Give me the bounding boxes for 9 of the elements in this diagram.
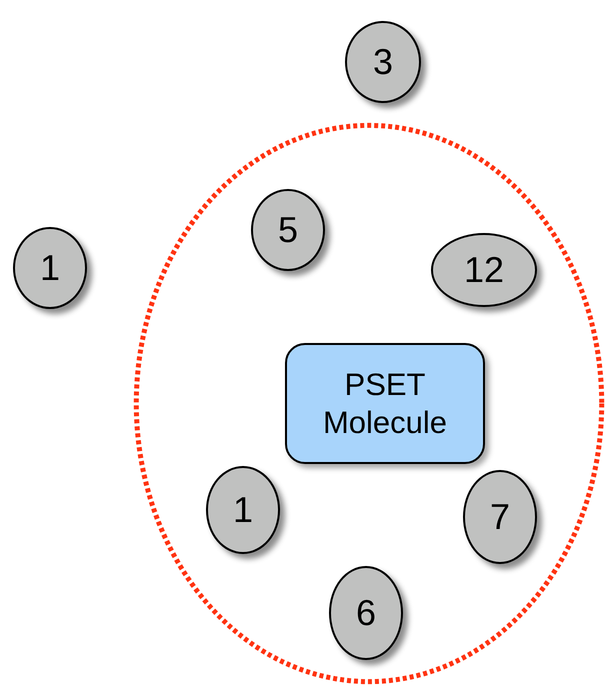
number-oval: 1 (13, 227, 87, 309)
number-oval: 1 (206, 466, 280, 554)
dotted-ellipse (133, 122, 605, 685)
number-oval: 7 (463, 470, 537, 564)
number-oval: 12 (431, 233, 537, 307)
number-oval: 5 (251, 189, 325, 271)
number-oval: 3 (345, 21, 421, 103)
number-oval: 6 (329, 566, 403, 660)
molecule-box: PSET Molecule (285, 343, 485, 464)
